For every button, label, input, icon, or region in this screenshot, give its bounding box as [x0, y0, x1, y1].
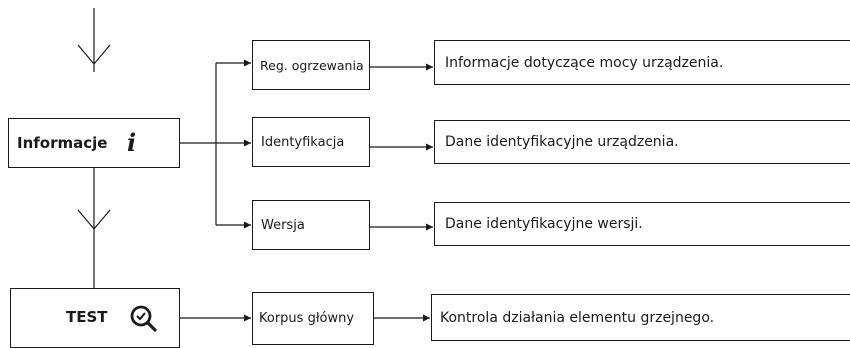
- desc-text-wersja: Dane identyfikacyjne wersji.: [445, 216, 643, 232]
- info-icon: i: [127, 128, 137, 157]
- desc-box-ident: Dane identyfikacyjne urządzenia.: [434, 120, 850, 164]
- desc-text-ident: Dane identyfikacyjne urządzenia.: [445, 134, 679, 150]
- desc-box-reg: Informacje dotyczące mocy urządzenia.: [434, 40, 850, 85]
- desc-box-wersja: Dane identyfikacyjne wersji.: [434, 202, 850, 246]
- informacje-box: Informacje i: [8, 118, 180, 168]
- sub-label-korpus: Korpus główny: [259, 311, 355, 326]
- desc-text-reg: Informacje dotyczące mocy urządzenia.: [445, 54, 724, 71]
- chevron-down-icon: [77, 44, 111, 65]
- chevron-down-icon: [77, 209, 111, 230]
- test-label: TEST: [66, 308, 108, 326]
- sub-label-reg: Reg. ogrzewania: [260, 57, 364, 73]
- sub-box-ident: Identyfikacja: [252, 117, 370, 167]
- test-box: TEST: [10, 288, 180, 348]
- desc-box-korpus: Kontrola działania elementu grzejnego.: [431, 294, 850, 341]
- sub-box-korpus: Korpus główny: [252, 292, 374, 345]
- sub-label-ident: Identyfikacja: [261, 134, 345, 150]
- informacje-label: Informacje: [17, 134, 108, 152]
- sub-box-wersja: Wersja: [252, 200, 370, 250]
- desc-text-korpus: Kontrola działania elementu grzejnego.: [440, 309, 715, 326]
- magnifier-icon: [130, 305, 157, 332]
- sub-label-wersja: Wersja: [261, 217, 305, 233]
- sub-box-reg: Reg. ogrzewania: [252, 40, 370, 90]
